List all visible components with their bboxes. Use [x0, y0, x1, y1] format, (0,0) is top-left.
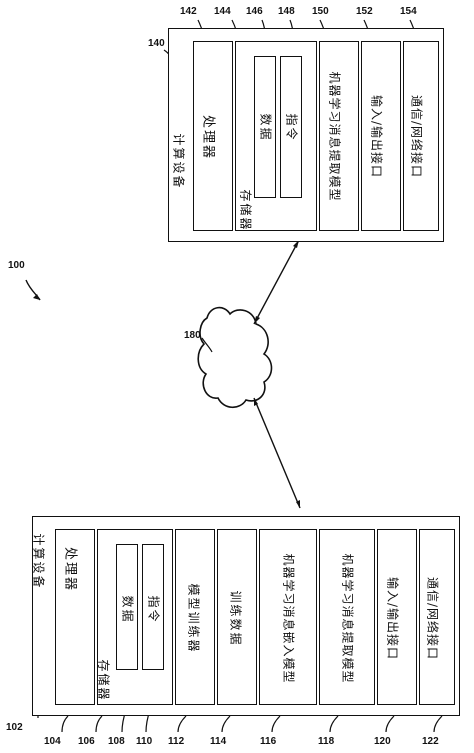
- net-interface-top: 通信/网络接口: [403, 41, 439, 231]
- trainer-ref: 112: [168, 736, 185, 747]
- processor-top: 处理器: [193, 41, 233, 231]
- data-top-ref: 148: [278, 6, 295, 17]
- net-interface-top-label: 通信/网络接口: [409, 94, 424, 179]
- data-top-label: 数据: [258, 113, 273, 142]
- training-data: 训练数据: [217, 529, 257, 705]
- instructions-top: 指令: [280, 56, 302, 198]
- net-interface-bottom: 通信/网络接口: [419, 529, 455, 705]
- net-top-ref: 154: [400, 6, 417, 17]
- device-bottom-ref: 102: [6, 722, 23, 733]
- memory-top-label: 存储器: [238, 189, 253, 232]
- instructions-bottom-label: 指令: [146, 595, 161, 624]
- cloud-ref: 180: [184, 330, 201, 341]
- processor-bottom-ref: 104: [44, 736, 61, 747]
- computing-device-bottom: 计算设备 处理器 存储器 数据 指令 模型训练器 训练数据 机器学习消息嵌入模型…: [32, 516, 460, 716]
- extract-model-bottom-ref: 118: [318, 736, 335, 747]
- instructions-bottom: 指令: [142, 544, 164, 670]
- net-bottom-ref: 122: [422, 736, 439, 747]
- data-bottom-ref: 108: [108, 736, 125, 747]
- ml-embed-model-label: 机器学习消息嵌入模型: [281, 553, 296, 684]
- figure-ref: 100: [8, 260, 25, 271]
- model-trainer: 模型训练器: [175, 529, 215, 705]
- ml-extract-model-bottom-label: 机器学习消息提取模型: [340, 553, 355, 684]
- device-bottom-title: 计算设备: [31, 533, 46, 590]
- io-interface-bottom: 输入/输出接口: [377, 529, 417, 705]
- io-top-ref: 152: [356, 6, 373, 17]
- memory-bottom-ref: 106: [78, 736, 95, 747]
- io-bottom-ref: 120: [374, 736, 391, 747]
- processor-bottom: 处理器: [55, 529, 95, 705]
- instructions-bottom-ref: 110: [136, 736, 153, 747]
- memory-bottom: 存储器 数据 指令: [97, 529, 173, 705]
- memory-top: 存储器 数据 指令: [235, 41, 317, 232]
- memory-top-ref: 144: [214, 6, 231, 17]
- ml-extract-model-bottom: 机器学习消息提取模型: [319, 529, 375, 705]
- net-interface-bottom-label: 通信/网络接口: [425, 576, 440, 661]
- processor-bottom-label: 处理器: [62, 546, 78, 592]
- data-bottom: 数据: [116, 544, 138, 670]
- device-top-ref: 140: [148, 38, 165, 49]
- io-interface-bottom-label: 输入/输出接口: [385, 576, 400, 661]
- processor-top-label: 处理器: [200, 114, 216, 160]
- ml-extract-model-top-label: 机器学习消息提取模型: [327, 71, 342, 202]
- io-interface-top-label: 输入/输出接口: [369, 94, 384, 179]
- ml-embed-model: 机器学习消息嵌入模型: [259, 529, 317, 705]
- io-interface-top: 输入/输出接口: [361, 41, 401, 231]
- computing-device-top: 计算设备 处理器 存储器 数据 指令 机器学习消息提取模型 输入/输出接口 通信…: [168, 28, 444, 242]
- ml-model-top-ref: 150: [312, 6, 329, 17]
- data-top: 数据: [254, 56, 276, 198]
- memory-top-ref-outer: 146: [246, 6, 263, 17]
- memory-bottom-label: 存储器: [96, 659, 111, 702]
- instructions-top-label: 指令: [284, 113, 299, 142]
- data-bottom-label: 数据: [120, 595, 135, 624]
- embed-model-ref: 116: [260, 736, 277, 747]
- cloud-icon: [197, 306, 273, 409]
- training-data-label: 训练数据: [228, 590, 243, 647]
- ml-extract-model-top: 机器学习消息提取模型: [319, 41, 359, 231]
- train-data-ref: 114: [210, 736, 227, 747]
- model-trainer-label: 模型训练器: [186, 583, 201, 654]
- processor-top-ref: 142: [180, 6, 197, 17]
- device-top-title: 计算设备: [171, 133, 186, 190]
